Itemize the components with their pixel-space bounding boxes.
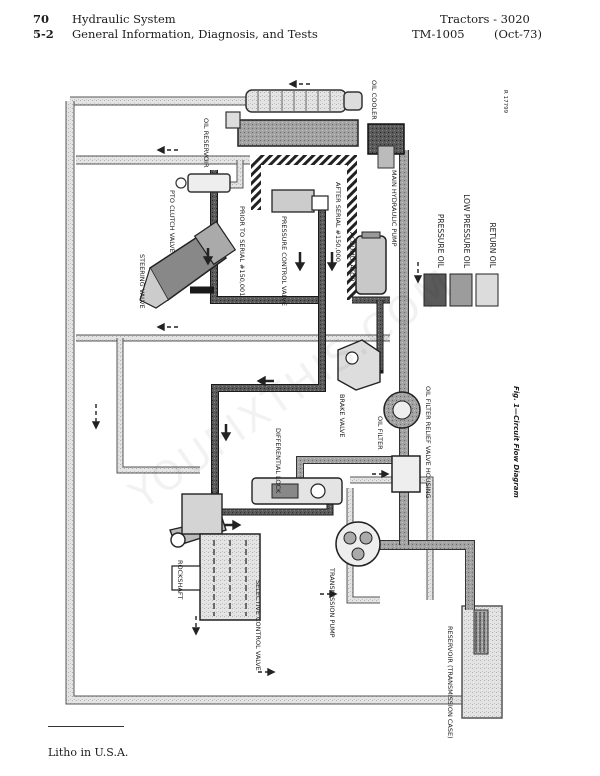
flow-arrows bbox=[91, 79, 423, 677]
label-accumulator: ACCUMULATOR bbox=[348, 232, 356, 282]
label-selective-control-valve: SELECTIVE CONTROL VALVE bbox=[254, 580, 262, 671]
legend-label-low-pressure-oil: LOW PRESSURE OIL bbox=[462, 194, 471, 269]
label-pressure-control-valve: PRESSURE CONTROL VALVE bbox=[280, 216, 288, 306]
label-oil-filter: OIL FILTER bbox=[376, 416, 384, 450]
label-reservoir-transmission: RESERVOIR (TRANSMISSION CASE) bbox=[446, 626, 454, 739]
manual-number: TM-1005 bbox=[412, 27, 465, 41]
pressure-control-valve bbox=[271, 189, 329, 213]
label-main-hydraulic-pump: MAIN HYDRAULIC PUMP bbox=[390, 170, 398, 247]
legend: PRESSURE OIL LOW PRESSURE OIL RETURN OIL bbox=[423, 194, 499, 307]
section-title: Hydraulic System bbox=[72, 12, 176, 26]
selective-control-valve bbox=[171, 533, 261, 621]
oil-filter-relief-valve bbox=[391, 455, 421, 493]
section-subtitle: General Information, Diagnosis, and Test… bbox=[72, 27, 318, 41]
label-oil-cooler: OIL COOLER bbox=[370, 80, 378, 120]
label-rockshaft: ROCKSHAFT bbox=[176, 560, 184, 600]
edition-date: (Oct-73) bbox=[494, 27, 542, 41]
accumulator bbox=[355, 231, 387, 295]
oil-filter bbox=[383, 391, 421, 429]
legend-label-pressure-oil: PRESSURE OIL bbox=[436, 214, 445, 269]
pto-clutch-valve bbox=[175, 173, 231, 193]
footer-litho: Litho in U.S.A. bbox=[48, 746, 129, 759]
figure-caption: Fig. 1—Circuit Flow Diagram bbox=[512, 386, 520, 498]
differential-lock bbox=[251, 477, 343, 505]
figure-id: R 17799 bbox=[502, 90, 508, 114]
product-title: Tractors - 3020 bbox=[440, 12, 530, 26]
legend-label-return-oil: RETURN OIL bbox=[488, 222, 497, 268]
section-number: 5-2 bbox=[33, 27, 54, 41]
label-pto-clutch-valve: PTO CLUTCH VALVE bbox=[168, 190, 176, 253]
label-steering-valve: STEERING VALVE bbox=[138, 254, 146, 309]
oil-cooler bbox=[245, 89, 363, 113]
legend-swatch-pressure-oil bbox=[423, 273, 447, 307]
main-hydraulic-pump bbox=[367, 123, 405, 169]
label-prior-serial: PRIOR TO SERIAL #150,001 bbox=[238, 206, 246, 296]
steering-valve bbox=[139, 220, 237, 309]
brake-valve bbox=[337, 339, 381, 391]
label-oil-reservoir: OIL RESERVOIR bbox=[202, 118, 210, 168]
label-oil-filter-relief: OIL FILTER RELIEF VALVE HOUSING bbox=[424, 386, 432, 499]
transmission-reservoir bbox=[461, 605, 503, 719]
pressure-oil-lines bbox=[190, 155, 390, 540]
transmission-pump bbox=[335, 521, 381, 567]
legend-swatch-low-pressure-oil bbox=[449, 273, 473, 307]
label-brake-valve: BRAKE VALVE bbox=[338, 394, 346, 438]
footer-rule bbox=[48, 726, 124, 727]
label-after-serial: AFTER SERIAL #150,000 bbox=[334, 182, 342, 262]
legend-swatch-return-oil bbox=[475, 273, 499, 307]
label-differential-lock: DIFFERENTIAL LOCK bbox=[274, 428, 282, 494]
component-labels: OIL COOLER OIL RESERVOIR PTO CLUTCH VALV… bbox=[138, 80, 454, 739]
page-number: 70 bbox=[33, 12, 50, 26]
label-transmission-pump: TRANSMISSION PUMP bbox=[328, 567, 336, 638]
rockshaft-assembly bbox=[169, 493, 227, 548]
oil-reservoir bbox=[225, 111, 359, 147]
